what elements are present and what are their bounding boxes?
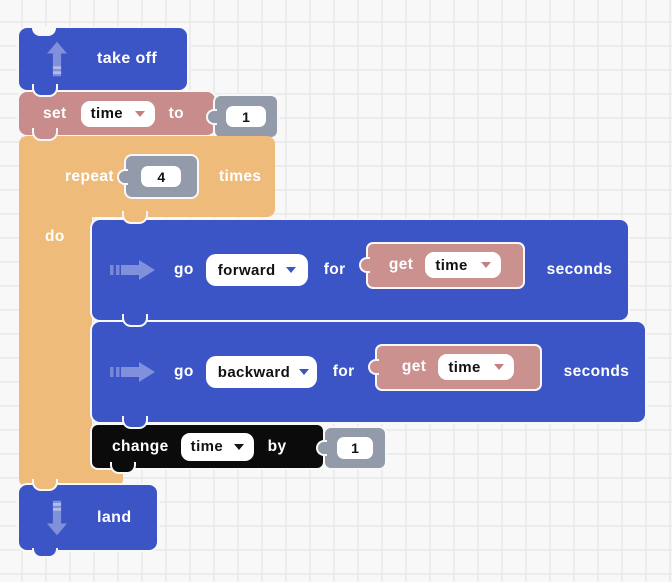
repeat-count-number-block[interactable]: 4 bbox=[116, 156, 197, 197]
go-right-arrow-icon bbox=[110, 362, 155, 382]
change-by-label: by bbox=[267, 437, 287, 455]
go-direction-value: backward bbox=[217, 363, 291, 381]
repeat-block-header[interactable]: repeat 4 times bbox=[19, 136, 275, 217]
repeat-times-label: times bbox=[218, 167, 262, 185]
set-variable-dropdown[interactable]: time bbox=[80, 100, 155, 127]
connector-bump bbox=[32, 548, 58, 558]
go-forward-block[interactable]: go forward for get time seconds bbox=[92, 220, 628, 320]
value-connector-knob bbox=[116, 168, 128, 185]
go-right-arrow-icon bbox=[110, 260, 155, 280]
go-direction-value: forward bbox=[217, 261, 276, 279]
land-down-arrow-icon bbox=[47, 500, 67, 535]
go-keyword-label: go bbox=[174, 261, 194, 278]
go-direction-dropdown[interactable]: backward bbox=[205, 356, 317, 388]
go-seconds-label: seconds bbox=[546, 261, 613, 278]
dropdown-arrow-icon bbox=[285, 267, 296, 273]
connector-bump bbox=[32, 479, 58, 491]
change-value-number-block[interactable]: 1 bbox=[316, 428, 385, 468]
connector-bump bbox=[122, 211, 148, 224]
set-value-number-block[interactable]: 1 bbox=[206, 96, 277, 137]
takeoff-up-arrow-icon bbox=[47, 41, 67, 77]
change-variable-dropdown[interactable]: time bbox=[180, 432, 254, 461]
set-variable-value: time bbox=[90, 105, 124, 122]
go-keyword-label: go bbox=[174, 363, 194, 380]
value-connector-knob bbox=[316, 440, 327, 456]
take-off-label: take off bbox=[97, 50, 158, 67]
get-variable-value: time bbox=[435, 256, 468, 274]
change-value-input[interactable]: 1 bbox=[337, 437, 373, 459]
connector-bump bbox=[32, 84, 58, 97]
get-keyword-label: get bbox=[388, 256, 414, 273]
go-backward-block[interactable]: go backward for get time seconds bbox=[92, 322, 645, 422]
top-notch-dip bbox=[32, 28, 56, 36]
land-block[interactable]: land bbox=[19, 485, 157, 550]
connector-bump bbox=[32, 128, 58, 141]
set-keyword-label: set bbox=[43, 104, 67, 122]
get-variable-dropdown[interactable]: time bbox=[438, 354, 515, 380]
value-connector-knob bbox=[206, 108, 217, 125]
change-variable-block[interactable]: change time by bbox=[92, 425, 323, 468]
repeat-keyword-label: repeat bbox=[65, 167, 114, 185]
value-connector-knob bbox=[358, 257, 370, 273]
change-keyword-label: change bbox=[112, 437, 169, 455]
repeat-do-label: do bbox=[45, 228, 65, 245]
go-seconds-label: seconds bbox=[563, 363, 630, 380]
dropdown-arrow-icon bbox=[233, 443, 244, 450]
dropdown-arrow-icon bbox=[299, 369, 310, 375]
repeat-count-input[interactable]: 4 bbox=[141, 166, 182, 187]
dropdown-arrow-icon bbox=[481, 262, 492, 268]
dropdown-arrow-icon bbox=[134, 110, 145, 117]
go-for-label: for bbox=[323, 261, 346, 278]
connector-bump bbox=[122, 416, 148, 429]
get-variable-dropdown[interactable]: time bbox=[425, 252, 502, 278]
go-for-label: for bbox=[332, 363, 355, 380]
get-variable-block[interactable]: get time bbox=[358, 243, 523, 287]
connector-bump bbox=[110, 462, 136, 474]
set-value-input[interactable]: 1 bbox=[226, 106, 266, 127]
repeat-block-arm[interactable]: do bbox=[19, 217, 92, 468]
change-variable-value: time bbox=[190, 438, 224, 455]
get-variable-block[interactable]: get time bbox=[367, 345, 540, 389]
get-keyword-label: get bbox=[401, 358, 427, 375]
land-label: land bbox=[97, 508, 132, 526]
go-direction-dropdown[interactable]: forward bbox=[205, 254, 308, 286]
set-to-label: to bbox=[168, 104, 185, 122]
get-variable-value: time bbox=[448, 358, 481, 376]
set-variable-block[interactable]: set time to bbox=[19, 92, 215, 135]
value-connector-knob bbox=[367, 359, 379, 375]
take-off-block[interactable]: take off bbox=[19, 28, 187, 90]
connector-bump bbox=[122, 314, 148, 327]
dropdown-arrow-icon bbox=[494, 364, 505, 370]
